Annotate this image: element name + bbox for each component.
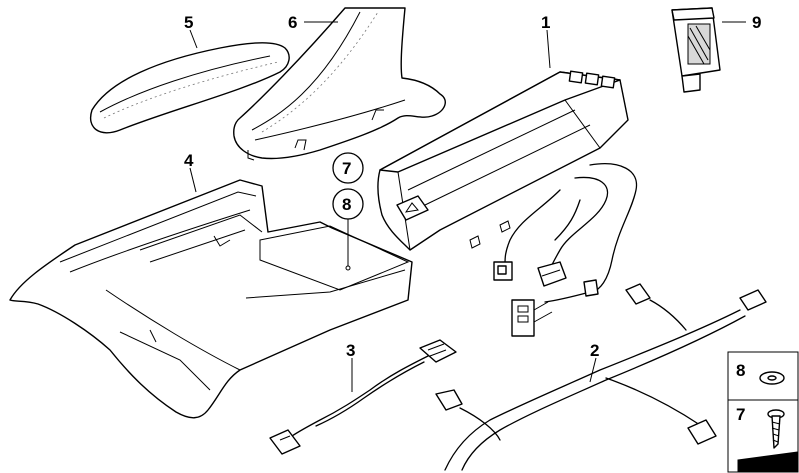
callout-1: 1 xyxy=(541,13,550,32)
callout-7: 7 xyxy=(342,159,351,178)
small-parts-legend xyxy=(727,351,799,473)
module-part xyxy=(671,7,746,93)
legend-label-7: 7 xyxy=(736,405,745,424)
callout-4: 4 xyxy=(184,151,194,170)
cable-harness-3 xyxy=(269,339,457,455)
callout-9: 9 xyxy=(752,13,761,32)
callout-5: 5 xyxy=(184,13,193,32)
callout-6: 6 xyxy=(288,13,297,32)
armrest-pad-part xyxy=(89,29,290,134)
callout-3: 3 xyxy=(346,341,355,360)
connector-b xyxy=(511,299,535,337)
cable-harness-2 xyxy=(435,283,767,471)
callout-7-circle xyxy=(332,152,364,184)
callout-8: 8 xyxy=(342,195,351,214)
storage-compartment-part xyxy=(377,29,629,251)
callout-2: 2 xyxy=(590,341,599,360)
legend-label-8: 8 xyxy=(736,361,745,380)
center-console-part xyxy=(9,167,413,419)
compartment-wiring xyxy=(493,163,638,337)
callout-8-circle xyxy=(332,188,364,271)
screw-icon xyxy=(767,409,785,449)
gear-boot-part xyxy=(233,7,446,161)
